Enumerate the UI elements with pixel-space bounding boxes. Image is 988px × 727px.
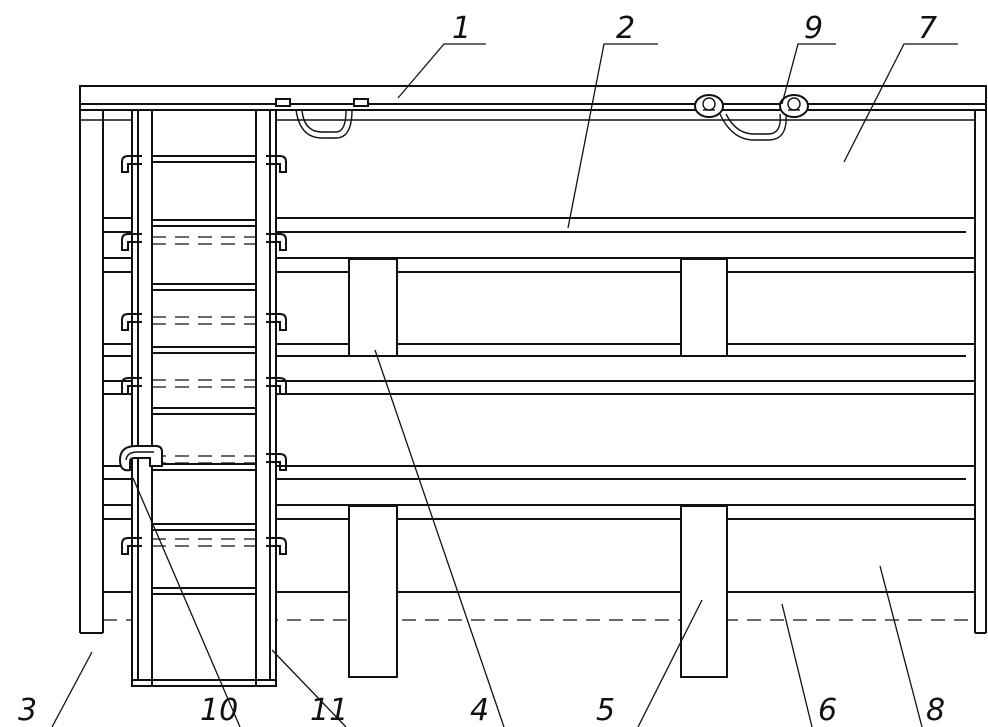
callout-5: 5 (596, 693, 615, 727)
callout-4: 4 (470, 693, 489, 727)
callout-3: 3 (18, 693, 37, 727)
callout-9: 9 (804, 11, 823, 46)
callouts: 1 2 9 7 3 10 11 4 5 6 8 (18, 11, 945, 727)
callout-8: 8 (926, 693, 945, 727)
ladder (118, 109, 287, 687)
callout-1: 1 (452, 11, 471, 46)
callout-2: 2 (616, 11, 635, 46)
left-post (79, 104, 104, 634)
hook (118, 445, 163, 472)
callout-10: 10 (200, 693, 238, 727)
ladder-clamps (121, 155, 287, 555)
right-post (974, 104, 987, 634)
support-left (348, 258, 398, 678)
lifting-loop-left (275, 98, 369, 139)
lifting-eyes-9 (694, 94, 809, 141)
leader-lines (51, 43, 958, 727)
support-right (680, 258, 728, 678)
callout-6: 6 (818, 693, 837, 727)
ladder-hidden-lines (152, 236, 256, 547)
callout-7: 7 (918, 11, 937, 46)
callout-11: 11 (310, 693, 348, 727)
